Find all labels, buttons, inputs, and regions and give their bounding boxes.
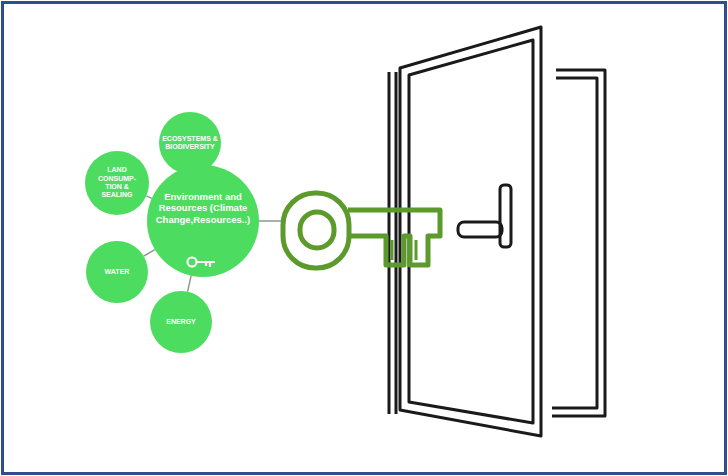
door-handle-bar [458, 222, 502, 237]
door-leaf [400, 27, 541, 436]
door-frame-right [552, 70, 605, 416]
topic-circle: LAND CONSUMP- TION & SEALING [85, 151, 149, 215]
door-handle [500, 185, 511, 247]
topic-circle: ENERGY [150, 291, 212, 353]
door-frame-right [552, 78, 597, 408]
key-bow [283, 193, 349, 268]
topic-circle: Environment and Resources (Climate Chang… [147, 165, 259, 277]
topic-label: WATER [105, 268, 130, 276]
topic-label: LAND CONSUMP- TION & SEALING [94, 166, 140, 200]
key-tooth [391, 240, 394, 260]
door-frame-left [395, 72, 398, 414]
topic-circle: WATER [86, 241, 148, 303]
topic-label: Environment and Resources (Climate Chang… [155, 191, 251, 225]
topic-label: ENERGY [166, 318, 196, 326]
connector-line [258, 220, 283, 222]
key-icon [186, 254, 218, 270]
connector-line [188, 276, 192, 292]
key-hole [300, 212, 334, 248]
topic-label: ECOSYSTEMS & BIODIVERSITY [161, 135, 219, 152]
door-leaf-inner [409, 40, 533, 423]
key-tooth [415, 240, 418, 260]
key-blade [348, 210, 440, 265]
connector-line [144, 250, 155, 257]
key-symbol [283, 193, 440, 268]
door-symbol [389, 27, 605, 436]
